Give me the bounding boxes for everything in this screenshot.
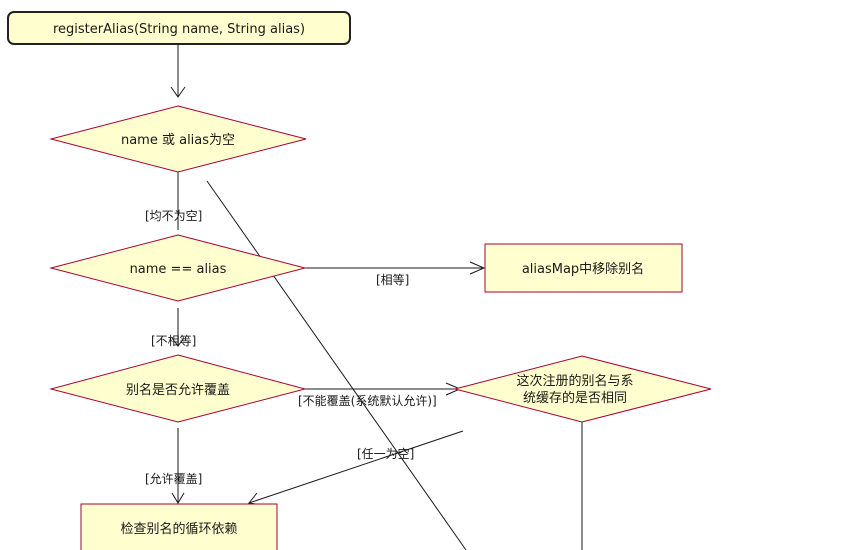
start-node: registerAlias(String name, String alias) xyxy=(7,11,351,45)
decision-override-check-label: 别名是否允许覆盖 xyxy=(126,382,230,398)
decision-null-check-label: name 或 alias为空 xyxy=(121,133,235,148)
decision-same-check-line2: 统缓存的是否相同 xyxy=(523,390,627,406)
decision-same-check-line1: 这次注册的别名与系 xyxy=(516,373,633,389)
edge-label-allow-override: [允许覆盖] xyxy=(145,471,202,486)
arrowhead-icon xyxy=(171,337,185,347)
edge-label-no-override: [不能覆盖(系统默认允许)] xyxy=(298,393,437,408)
start-node-label: registerAlias(String name, String alias) xyxy=(53,22,305,37)
arrowhead-icon xyxy=(170,86,186,98)
edge-label-equal: [相等] xyxy=(376,273,409,287)
edge-label-not-equal: [不相等] xyxy=(151,334,196,348)
edge-any-null-to-check-cycle xyxy=(248,430,464,504)
edge-label-both-not-null: [均不为空] xyxy=(145,209,202,223)
decision-null-check: name 或 alias为空 xyxy=(49,105,307,173)
action-check-cycle-label: 检查别名的循环依赖 xyxy=(120,521,237,537)
action-check-cycle: 检查别名的循环依赖 xyxy=(80,503,278,550)
edge-label-any-null: [任一为空] xyxy=(357,447,414,461)
decision-equal-check: name == alias xyxy=(49,234,307,302)
edge-null-diagonal xyxy=(206,180,467,550)
action-remove-alias: aliasMap中移除别名 xyxy=(484,243,683,293)
decision-same-check: 这次注册的别名与系 统缓存的是否相同 xyxy=(453,355,712,423)
arrowhead-icon xyxy=(171,492,185,504)
action-remove-alias-label: aliasMap中移除别名 xyxy=(522,261,644,277)
decision-equal-check-label: name == alias xyxy=(130,262,227,277)
arrowhead-icon xyxy=(469,261,486,275)
decision-override-check: 别名是否允许覆盖 xyxy=(49,354,307,423)
